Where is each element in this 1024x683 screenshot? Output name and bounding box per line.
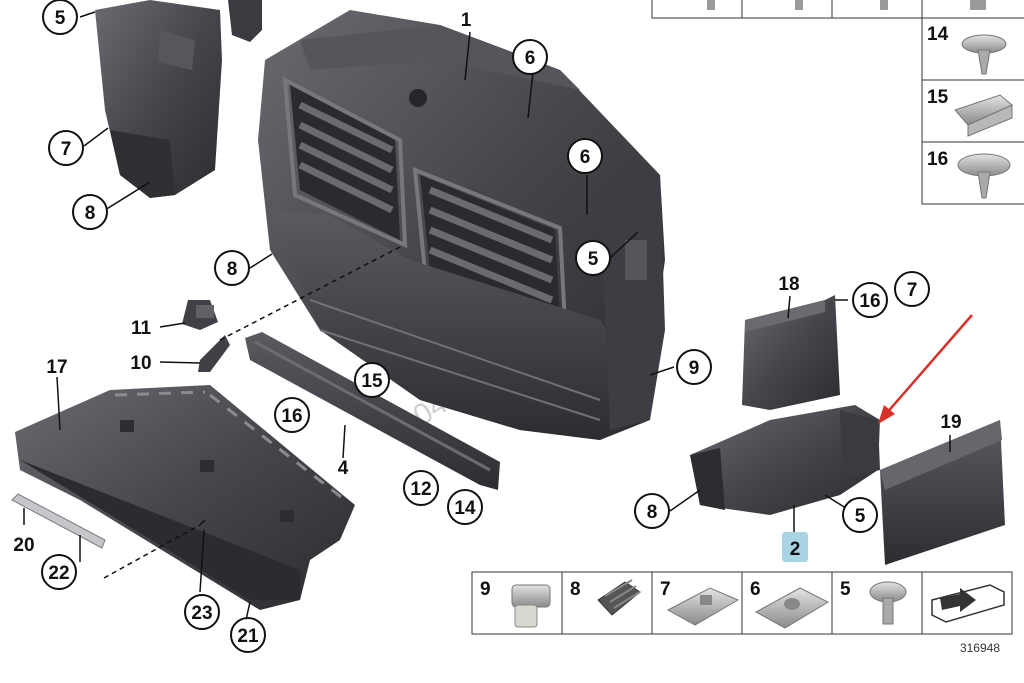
callout-label: 7 (61, 139, 72, 160)
legend-number: 8 (570, 579, 581, 600)
callout-label: 9 (689, 358, 700, 379)
panel-arrow-icon (931, 584, 1005, 623)
air-duct-upper-left (95, 0, 262, 198)
callout-label: 5 (588, 249, 599, 270)
callout-1: 1 (461, 10, 472, 31)
air-duct-18 (742, 295, 840, 410)
callout-label: 20 (13, 535, 34, 556)
legend-cell-9: 9 (480, 579, 551, 628)
metal-strip-20 (11, 493, 106, 549)
legend-cell-14: 14 (927, 24, 1007, 75)
callout-label: 16 (859, 291, 880, 312)
callout-label: 5 (855, 506, 866, 527)
underbody-cover-17 (15, 385, 355, 610)
callout-8-left-top: 8 (72, 194, 108, 230)
callout-label: 4 (338, 458, 349, 479)
callout-label: 14 (454, 498, 476, 519)
callout-5-right: 5 (842, 497, 878, 533)
callout-label: 23 (191, 603, 212, 624)
callout-label: 12 (410, 479, 431, 500)
callout-20: 20 (13, 535, 34, 556)
callout-5-center: 5 (575, 240, 611, 276)
legend-cell-7: 7 (660, 579, 740, 626)
callout-18: 18 (778, 274, 799, 295)
callout-label: 17 (46, 357, 67, 378)
callout-label: 7 (907, 280, 918, 301)
callout-8-left-mid: 8 (214, 250, 250, 286)
callout-6-b: 6 (567, 138, 603, 174)
callout-label: 22 (48, 563, 69, 584)
callout-label: 10 (130, 353, 151, 374)
callout-2-highlighted: 2 (782, 532, 808, 562)
callout-17: 17 (46, 357, 67, 378)
callout-label: 18 (778, 274, 799, 295)
legend-bottom: 9 8 7 6 5 (471, 571, 1013, 635)
legend-number: 15 (927, 87, 949, 108)
callout-label: 2 (790, 539, 801, 560)
callout-label: 11 (131, 318, 152, 339)
legend-number: 7 (660, 579, 671, 600)
callout-16-mid: 16 (274, 397, 310, 433)
callout-label: 8 (227, 259, 238, 280)
callout-label: 5 (55, 8, 66, 29)
callout-label: 6 (525, 48, 536, 69)
legend-number: 9 (480, 579, 491, 600)
callout-7-left: 7 (48, 130, 84, 166)
legend-number: 6 (750, 579, 761, 600)
callout-15: 15 (354, 362, 390, 398)
callout-6-a: 6 (512, 39, 548, 75)
callout-22: 22 (41, 554, 77, 590)
callout-9-right: 9 (676, 349, 712, 385)
legend-number: 16 (927, 149, 948, 170)
callout-21: 21 (230, 617, 266, 653)
callout-5-topleft: 5 (42, 0, 78, 35)
diagram-reference-number: 316948 (960, 641, 1000, 655)
legend-cell-5: 5 (840, 579, 907, 625)
legend-cell-16: 16 (927, 149, 1011, 199)
callout-label: 15 (361, 371, 383, 392)
air-duct-2 (690, 405, 880, 515)
callout-4: 4 (338, 458, 349, 479)
callout-14-mid: 14 (447, 489, 483, 525)
callout-12: 12 (403, 470, 439, 506)
callout-11: 11 (131, 318, 152, 339)
side-panel-19 (880, 420, 1005, 565)
red-arrow-indicator (878, 314, 973, 424)
trim-strip-4 (245, 332, 500, 490)
callout-8-right: 8 (634, 493, 670, 529)
legend-cell-15: 15 (927, 87, 1013, 137)
legend-cell-6: 6 (750, 579, 830, 629)
legend-right: 14 15 16 (921, 0, 1024, 205)
callout-16-right: 16 (852, 282, 888, 318)
radiator-support-frame (258, 10, 665, 440)
callout-label: 6 (580, 147, 591, 168)
callout-label: 16 (281, 406, 302, 427)
callout-23: 23 (184, 594, 220, 630)
legend-cell-8: 8 (570, 579, 641, 616)
callout-label: 21 (237, 626, 259, 647)
legend-number: 14 (927, 24, 949, 45)
callout-label: 8 (85, 203, 96, 224)
callout-label: 19 (940, 412, 961, 433)
legend-number: 5 (840, 579, 851, 600)
callout-10: 10 (130, 353, 151, 374)
callout-7-right: 7 (894, 271, 930, 307)
callout-label: 1 (461, 10, 472, 31)
bracket-10 (198, 335, 230, 372)
legend-top-partial (651, 0, 923, 19)
callout-label: 8 (647, 502, 658, 523)
bracket-11 (182, 300, 218, 330)
callout-19: 19 (940, 412, 961, 433)
